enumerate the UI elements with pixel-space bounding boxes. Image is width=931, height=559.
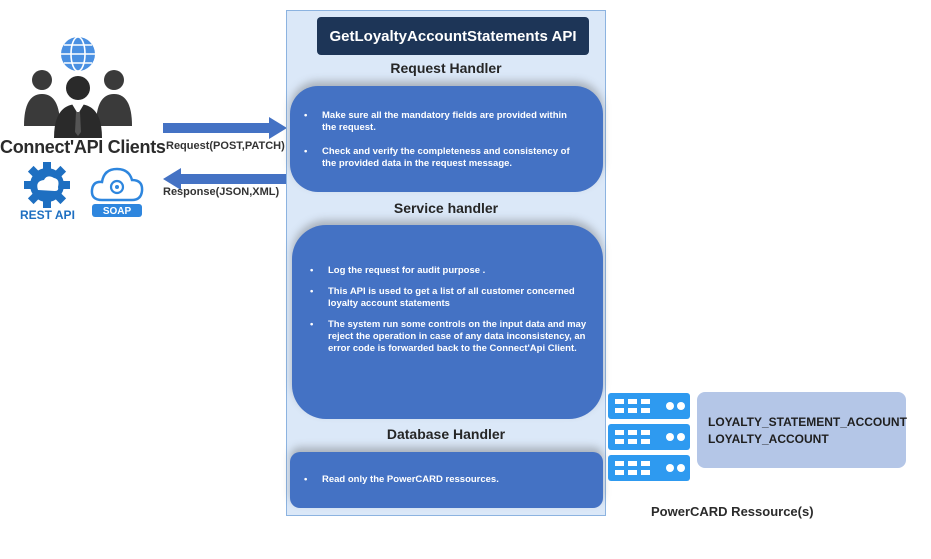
service-handler-item: The system run some controls on the inpu… xyxy=(306,319,589,355)
request-handler-panel: Make sure all the mandatory fields are p… xyxy=(290,86,603,192)
request-label: Request(POST,PATCH) xyxy=(166,140,285,152)
service-handler-panel: Log the request for audit purpose . This… xyxy=(292,225,603,419)
request-handler-item: Make sure all the mandatory fields are p… xyxy=(300,110,583,134)
request-arrow xyxy=(163,117,287,139)
resources-caption: PowerCARD Ressource(s) xyxy=(651,504,814,519)
service-handler-item: Log the request for audit purpose . xyxy=(306,265,589,277)
resource-table-name: LOYALTY_ACCOUNT xyxy=(708,432,829,446)
api-clients-group-icon xyxy=(24,36,132,138)
service-handler-item: This API is used to get a list of all cu… xyxy=(306,286,589,310)
clients-title: Connect'API Clients xyxy=(0,137,166,157)
server-unit xyxy=(608,455,690,481)
database-handler-title: Database Handler xyxy=(386,426,506,442)
resource-tables-box: LOYALTY_STATEMENT_ACCOUNT LOYALTY_ACCOUN… xyxy=(697,392,907,468)
soap-label: SOAP xyxy=(103,206,132,217)
server-unit xyxy=(608,393,690,419)
rest-api-gear-icon xyxy=(24,162,70,208)
globe-icon xyxy=(61,36,95,72)
service-handler-title: Service handler xyxy=(393,200,499,216)
request-handler-item: Check and verify the completeness and co… xyxy=(300,146,583,170)
server-stack-icon xyxy=(608,393,690,481)
database-handler-panel: Read only the PowerCARD ressources. xyxy=(290,452,603,508)
rest-api-label: REST API xyxy=(20,208,75,222)
database-handler-item: Read only the PowerCARD ressources. xyxy=(300,474,589,486)
request-handler-title: Request Handler xyxy=(390,60,502,76)
server-unit xyxy=(608,424,690,450)
response-label: Response(JSON,XML) xyxy=(163,186,280,198)
response-arrow xyxy=(163,168,287,190)
api-title: GetLoyaltyAccountStatements API xyxy=(317,17,589,55)
soap-cloud-icon: SOAP xyxy=(90,167,144,217)
soap-badge xyxy=(92,204,142,217)
resource-table-name: LOYALTY_STATEMENT_ACCOUNT xyxy=(708,415,907,429)
